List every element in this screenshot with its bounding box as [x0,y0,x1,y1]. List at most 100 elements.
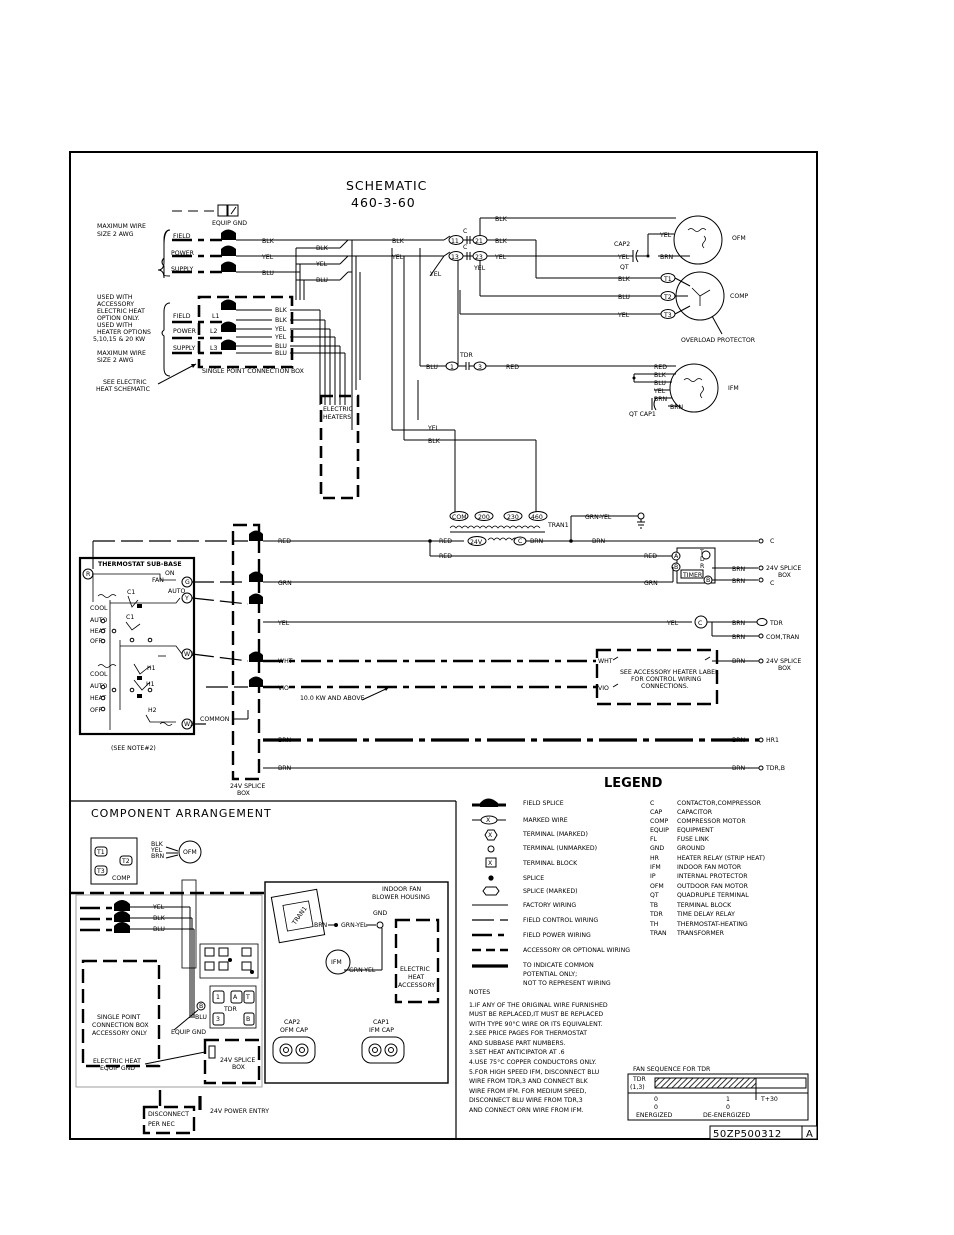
svg-text:1.IF ANY OF THE ORIGINAL WIRE: 1.IF ANY OF THE ORIGINAL WIRE FURNISHED [469,1002,608,1009]
line-l3: L3 [210,345,217,352]
svg-text:C1: C1 [127,589,135,596]
svg-text:BOX: BOX [237,790,251,797]
svg-text:T: T [245,994,250,1001]
svg-text:2.SEE PRICE PAGES FOR THERMOST: 2.SEE PRICE PAGES FOR THERMOSTAT [469,1030,587,1037]
wire-yel-qt: YEL [617,254,630,261]
svg-text:YEL: YEL [274,334,287,341]
wire-yel-left: YEL [429,271,442,278]
svg-text:RED: RED [439,538,452,545]
contactor-term-c2: C [463,244,467,251]
ofm-label: OFM [732,235,746,242]
unit-outline: YEL BLK BLU [70,891,264,1088]
wire-yel-cap: YEL [494,254,507,261]
schematic-title: SCHEMATIC [346,178,427,193]
svg-text:24V SPLICE: 24V SPLICE [766,658,801,665]
svg-text:ACCESSORY OR OPTIONAL WIRING: ACCESSORY OR OPTIONAL WIRING [523,947,630,954]
cap2-label: CAP2 [614,241,630,248]
legend-title: LEGEND [604,776,663,791]
svg-text:DE-ENERGIZED: DE-ENERGIZED [703,1112,750,1119]
tran-tap-com: COM [452,514,467,521]
svg-text:COMPRESSOR MOTOR: COMPRESSOR MOTOR [677,818,746,825]
thermostat-field-wiring: COMMON [92,540,249,725]
svg-text:(1,3): (1,3) [630,1084,645,1091]
svg-text:TB: TB [649,902,658,909]
field-power-wires-top: BLK YEL BLU [172,229,444,290]
svg-text:4.USE 75°C COPPER CONDUCTORS O: 4.USE 75°C COPPER CONDUCTORS ONLY. [469,1058,596,1066]
schematic-voltage: 460-3-60 [351,195,416,210]
svg-text:C: C [650,800,654,807]
svg-text:FUSE LINK: FUSE LINK [677,836,710,843]
svg-text:BLK: BLK [151,841,164,848]
svg-text:3: 3 [216,1016,220,1023]
svg-text:AND CONNECT ORN WIRE FROM IFM.: AND CONNECT ORN WIRE FROM IFM. [469,1107,584,1114]
svg-text:TDR: TDR [769,620,784,627]
svg-text:ACCESSORY: ACCESSORY [398,982,435,989]
svg-text:HR1: HR1 [766,737,779,744]
acc-heater-note-1: SEE ACCESSORY HEATER LABEL [620,669,719,676]
svg-text:SEE ELECTRIC: SEE ELECTRIC [103,379,147,386]
svg-text:OFF: OFF [90,707,102,714]
tran-tap-460: 460 [531,514,543,521]
svg-text:BRN: BRN [670,404,684,411]
svg-text:BRN: BRN [732,566,746,573]
svg-text:YEL: YEL [277,620,290,627]
svg-text:USED WITH: USED WITH [97,294,133,301]
thermostat-title: THERMOSTAT SUB-BASE [98,561,182,568]
svg-text:MARKED WIRE: MARKED WIRE [523,817,568,824]
svg-text:RED: RED [506,364,519,371]
splice-box-24v: 24V SPLICE BOX [230,523,265,797]
notes-title: NOTES [469,989,490,996]
svg-text:COOL: COOL [90,605,108,612]
svg-text:YEL: YEL [150,847,163,854]
svg-text:EQUIPMENT: EQUIPMENT [677,827,714,834]
contactor-c: C 11 21 C 13 23 [443,228,488,261]
svg-text:HEATER RELAY (STRIP HEAT): HEATER RELAY (STRIP HEAT) [677,855,765,862]
wire-yel-3: YEL [391,254,404,261]
sheet-border [69,151,818,1140]
wire-yel-t3: YEL [617,312,630,319]
svg-text:ELECTRIC HEAT: ELECTRIC HEAT [93,1058,141,1065]
svg-text:EQUIP: EQUIP [650,827,669,834]
svg-text:DISCONNECT: DISCONNECT [148,1111,189,1118]
fan-seq-title: FAN SEQUENCE FOR TDR [633,1066,711,1073]
tdr-ifm-circuit: BLU 1 TDR 3 RED IFM RED BLK BLU YEL BRN … [419,248,739,418]
svg-text:BLK: BLK [275,307,288,314]
svg-text:1: 1 [216,994,220,1001]
svg-text:AUTO: AUTO [168,588,186,595]
svg-text:BLK: BLK [153,915,166,922]
svg-text:THERMOSTAT-HEATING: THERMOSTAT-HEATING [676,921,748,928]
svg-text:TERMINAL BLOCK: TERMINAL BLOCK [676,902,732,909]
svg-text:YEL: YEL [427,425,440,432]
svg-text:H1: H1 [147,665,156,672]
svg-text:COMP: COMP [112,875,131,882]
svg-text:INDOOR FAN MOTOR: INDOOR FAN MOTOR [677,864,742,871]
svg-text:C: C [770,538,774,545]
svg-text:5,10,15 & 20 KW: 5,10,15 & 20 KW [93,336,145,343]
revision-letter: A [806,1129,813,1140]
svg-text:BOX: BOX [778,665,792,672]
max-wire-top-1: MAXIMUM WIRE [97,223,146,230]
svg-text:BLU: BLU [426,364,438,371]
power-entry-label: 24V POWER ENTRY [210,1108,269,1115]
svg-text:HEATER OPTIONS: HEATER OPTIONS [97,329,151,336]
svg-text:HEAT: HEAT [90,628,106,635]
svg-text:B: B [246,1016,250,1023]
svg-text:C: C [518,538,522,545]
svg-text:BRN: BRN [278,765,292,772]
svg-text:HEAT: HEAT [408,974,424,981]
svg-text:WITH TYPE 90°C WIRE OR ITS EQU: WITH TYPE 90°C WIRE OR ITS EQUIVALENT. [469,1020,603,1028]
right-terminal-labels: C 24V SPLICE BOX C TDR COM,TRAN 24V SPLI… [756,538,801,772]
svg-text:1: 1 [450,364,454,371]
tdr-label-comp: TDR [223,1006,238,1013]
svg-text:R: R [700,563,705,570]
svg-text:24V SPLICE: 24V SPLICE [220,1057,255,1064]
contactor-term-11: 11 [451,238,459,245]
field-label-top: FIELD [173,233,191,240]
indoor-fan-blower-housing: INDOOR FAN BLOWER HOUSING TRAN1 BRN GRN-… [264,881,449,1084]
splice-box-label: 24V SPLICE [230,783,265,790]
tran1-label: TRAN1 [547,522,569,529]
wire-blk-1: BLK [262,238,275,245]
comp-term-t2: T2 [663,294,672,301]
capacitors-physical: CAP2 OFM CAP CAP1 IFM CAP [272,1019,405,1064]
svg-text:INTERNAL PROTECTOR: INTERNAL PROTECTOR [677,873,748,880]
